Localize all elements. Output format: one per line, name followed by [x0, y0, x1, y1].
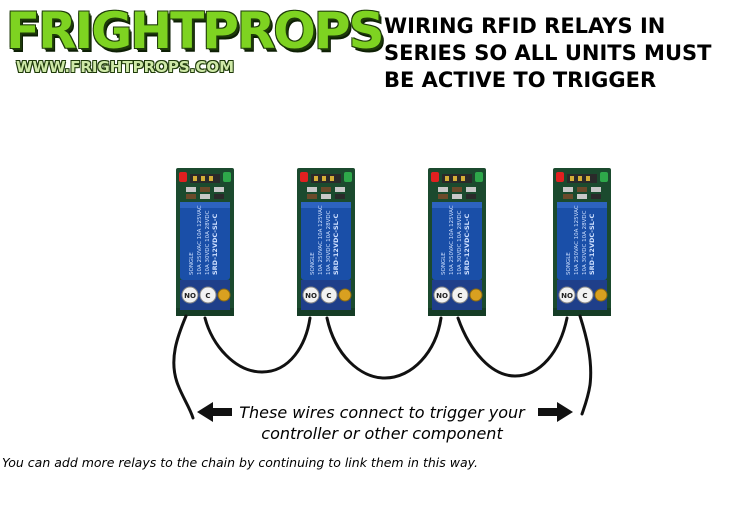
- wire-note-line-2: controller or other component: [261, 424, 503, 443]
- title-line-3: BE ACTIVE TO TRIGGER: [384, 68, 657, 92]
- title-line-2: SERIES SO ALL UNITS MUST: [384, 41, 712, 65]
- link-wire-3-4: [456, 316, 569, 378]
- wire-note: These wires connect to trigger your cont…: [232, 402, 532, 444]
- title-line-1: WIRING RFID RELAYS IN: [384, 14, 666, 38]
- link-wire-1-2: [203, 316, 312, 374]
- relay-module-2: [296, 167, 356, 317]
- logo-wordmark: FRIGHTPROPS: [6, 2, 385, 60]
- output-wire-left: [172, 314, 195, 420]
- wire-note-line-1: These wires connect to trigger your: [239, 403, 525, 422]
- relay-module-4: [552, 167, 612, 317]
- link-wire-2-3: [325, 316, 443, 380]
- relay-module-1: [175, 167, 235, 317]
- frightprops-logo: FRIGHTPROPS WWW.FRIGHTPROPS.COM: [2, 2, 385, 84]
- output-wire-right: [578, 314, 593, 416]
- arrow-right-icon: [538, 402, 573, 422]
- page-title: WIRING RFID RELAYS IN SERIES SO ALL UNIT…: [384, 13, 744, 94]
- footnote: You can add more relays to the chain by …: [2, 455, 479, 470]
- arrow-left-icon: [197, 402, 232, 422]
- relay-module-3: [427, 167, 487, 317]
- logo-url: WWW.FRIGHTPROPS.COM: [16, 58, 235, 76]
